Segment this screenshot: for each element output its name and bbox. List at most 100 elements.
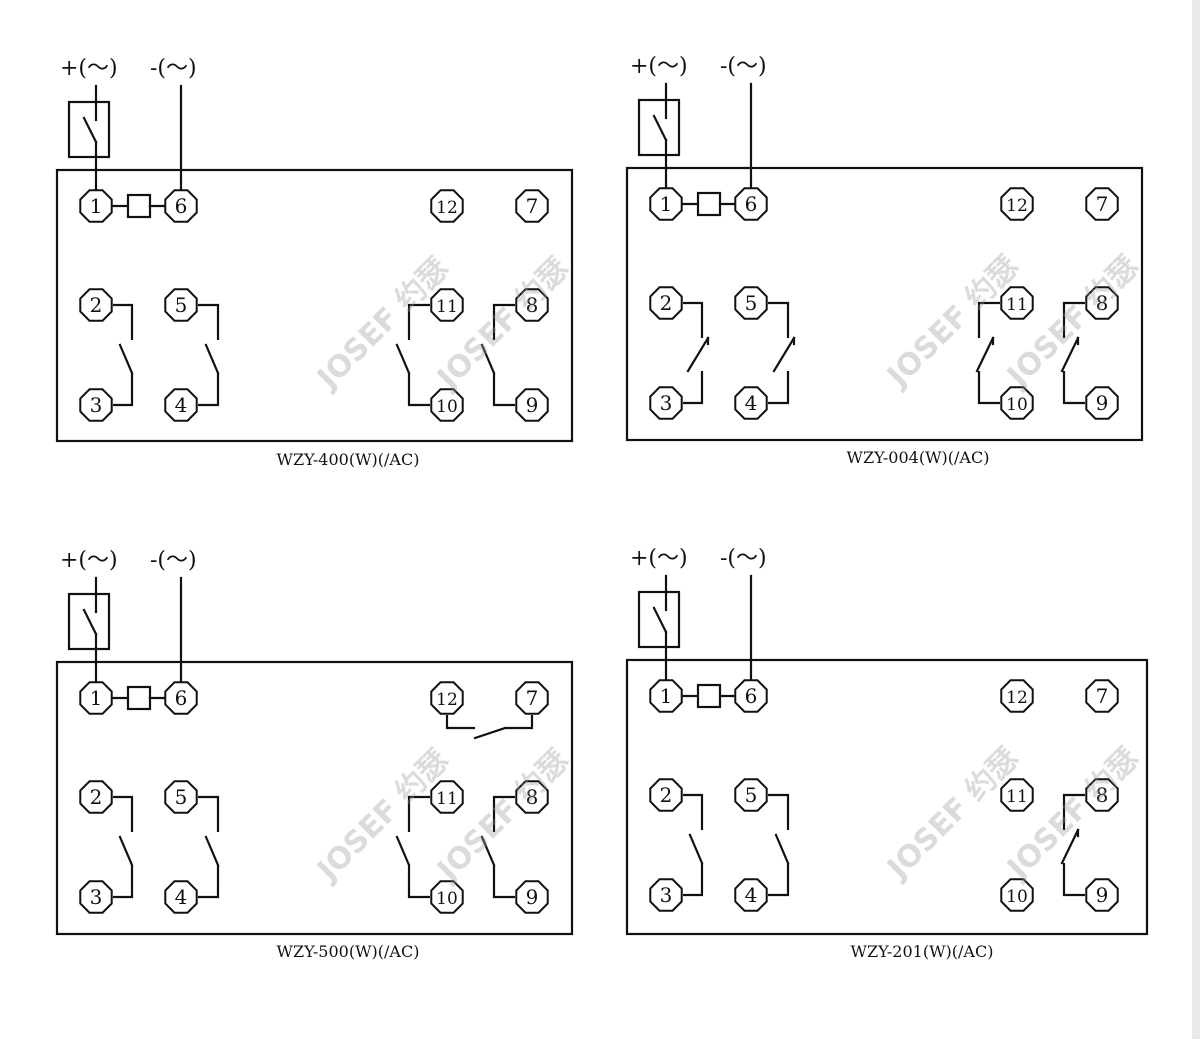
watermark: JOSEF 约瑟 (879, 249, 1025, 395)
terminal-octagon (734, 187, 768, 221)
supply-minus-label: -(～) (720, 54, 767, 79)
terminal-1: 1 (79, 189, 113, 223)
terminal-5: 5 (734, 286, 768, 320)
terminal-octagon (515, 288, 549, 322)
contact-blade (688, 833, 704, 865)
wire (113, 795, 134, 832)
terminal-number: 1 (660, 192, 673, 216)
terminal-4: 4 (734, 386, 768, 420)
terminal-number: 6 (175, 686, 188, 710)
model-caption: WZY-201(W)(/AC) (851, 942, 994, 961)
coil (126, 193, 152, 219)
contact-8-9 (480, 303, 515, 407)
terminal-2: 2 (649, 778, 683, 812)
terminal-number: 8 (526, 293, 539, 317)
terminal-octagon (164, 780, 198, 814)
terminal-octagon (79, 189, 113, 223)
terminal-octagon (649, 878, 683, 912)
contact-blade (480, 343, 496, 375)
terminal-number: 8 (1096, 783, 1109, 807)
terminal-3: 3 (649, 878, 683, 912)
switch-frame (637, 98, 681, 157)
supply-minus-label: -(～) (720, 546, 767, 571)
terminal-9: 9 (515, 388, 549, 422)
terminal-octagon (1000, 878, 1034, 912)
terminal-number: 1 (90, 686, 103, 710)
wire (492, 795, 515, 832)
wire (407, 795, 430, 832)
wire (113, 865, 134, 899)
terminal-number: 6 (745, 192, 758, 216)
terminal-8: 8 (515, 780, 549, 814)
terminal-octagon (649, 679, 683, 713)
wire (768, 793, 790, 830)
terminal-number: 3 (660, 883, 673, 907)
terminal-octagon (430, 681, 464, 715)
terminal-number: 12 (1006, 196, 1028, 216)
wire (1062, 371, 1085, 405)
wire (977, 371, 1000, 405)
terminal-octagon (515, 880, 549, 914)
terminal-10: 10 (1000, 386, 1034, 420)
terminal-2: 2 (79, 288, 113, 322)
contact-8-9 (1060, 301, 1085, 405)
terminal-6: 6 (734, 187, 768, 221)
supply-minus-label: -(～) (150, 548, 197, 573)
switch-frame (67, 100, 111, 159)
terminal-number: 2 (90, 785, 103, 809)
terminal-number: 2 (660, 291, 673, 315)
terminal-octagon (734, 679, 768, 713)
terminal-9: 9 (515, 880, 549, 914)
terminal-number: 9 (1096, 883, 1109, 907)
terminal-number: 4 (175, 885, 188, 909)
terminal-12: 12 (430, 189, 464, 223)
terminal-octagon (515, 780, 549, 814)
model-caption: WZY-004(W)(/AC) (847, 448, 990, 467)
wire (683, 793, 704, 830)
terminal-octagon (79, 288, 113, 322)
model-caption: WZY-400(W)(/AC) (277, 450, 420, 469)
terminal-12: 12 (1000, 679, 1034, 713)
terminal-number: 3 (90, 393, 103, 417)
terminal-number: 5 (745, 783, 758, 807)
contact-2-3 (683, 793, 704, 897)
wire (1062, 301, 1085, 338)
terminal-5: 5 (164, 288, 198, 322)
terminal-octagon (649, 386, 683, 420)
terminal-9: 9 (1085, 386, 1119, 420)
contact-8-9 (480, 795, 515, 899)
terminal-3: 3 (649, 386, 683, 420)
contact-5-4 (198, 795, 220, 899)
terminal-octagon (649, 187, 683, 221)
terminal-12: 12 (1000, 187, 1034, 221)
terminal-number: 10 (1006, 887, 1028, 907)
terminal-3: 3 (79, 388, 113, 422)
terminal-number: 9 (526, 393, 539, 417)
wire (407, 373, 430, 407)
terminal-octagon (164, 189, 198, 223)
terminal-2: 2 (649, 286, 683, 320)
terminal-7: 7 (1085, 187, 1119, 221)
wire (198, 795, 220, 832)
wire (113, 373, 134, 407)
coil (126, 685, 152, 711)
terminal-1: 1 (649, 679, 683, 713)
wire (768, 371, 790, 405)
contact-8-9 (1060, 793, 1085, 897)
terminal-4: 4 (734, 878, 768, 912)
terminal-number: 3 (90, 885, 103, 909)
contact-blade (395, 343, 411, 375)
contact-11-10 (395, 795, 430, 899)
wire (683, 301, 704, 338)
terminal-11: 11 (1000, 286, 1034, 320)
watermark: JOSEF 约瑟 (309, 251, 455, 397)
terminal-octagon (1000, 187, 1034, 221)
terminal-octagon (1085, 386, 1119, 420)
terminal-number: 5 (175, 293, 188, 317)
terminal-number: 7 (526, 194, 539, 218)
terminal-5: 5 (734, 778, 768, 812)
terminal-octagon (734, 286, 768, 320)
